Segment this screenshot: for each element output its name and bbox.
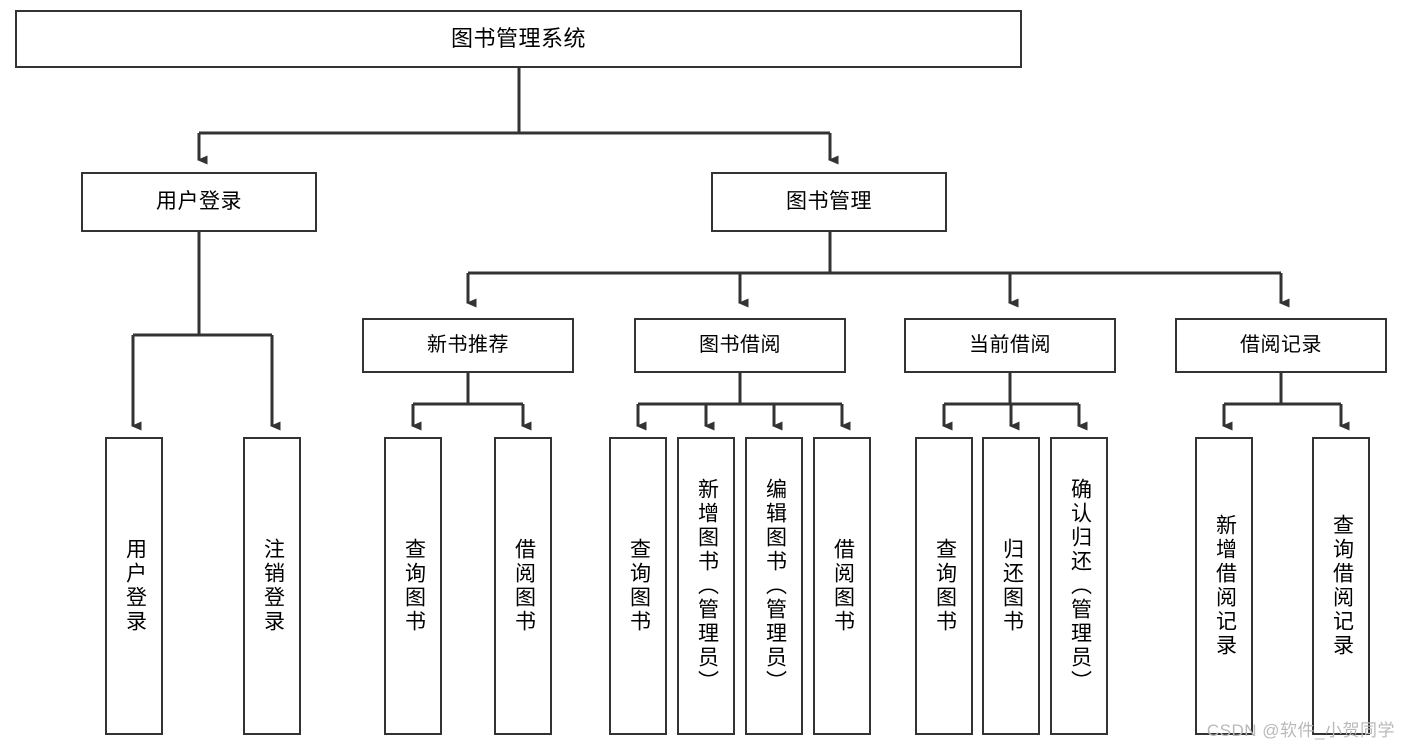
watermark-text: CSDN @软件_小贺同学 [1206, 721, 1395, 740]
leaf-label: 新增借阅记录 [1213, 514, 1237, 658]
leaf-label: 查询图书 [627, 538, 651, 634]
node-new-book-recommend[interactable]: 新书推荐 [362, 318, 574, 373]
leaf-new-book-borrow[interactable]: 借阅图书 [494, 437, 552, 735]
leaf-current-query-book[interactable]: 查询图书 [915, 437, 973, 735]
leaf-user-login-login[interactable]: 用户登录 [105, 437, 163, 735]
node-current-borrow-label: 当前借阅 [969, 333, 1051, 356]
leaf-label: 用户登录 [123, 538, 147, 634]
node-book-borrow[interactable]: 图书借阅 [634, 318, 846, 373]
node-new-book-recommend-label: 新书推荐 [427, 333, 509, 356]
leaf-borrow-edit-book-admin[interactable]: 编辑图书（管理员） [745, 437, 803, 735]
node-borrow-record[interactable]: 借阅记录 [1175, 318, 1387, 373]
leaf-label: 借阅图书 [512, 538, 536, 634]
leaf-label: 查询图书 [933, 538, 957, 634]
node-book-management[interactable]: 图书管理 [711, 172, 947, 232]
node-root-label: 图书管理系统 [450, 26, 586, 52]
leaf-label: 确认归还（管理员） [1068, 478, 1092, 694]
node-user-login-label: 用户登录 [156, 189, 242, 213]
leaf-label: 注销登录 [261, 538, 285, 634]
node-user-login[interactable]: 用户登录 [81, 172, 317, 232]
leaf-borrow-add-book-admin[interactable]: 新增图书（管理员） [677, 437, 735, 735]
leaf-label: 借阅图书 [831, 538, 855, 634]
leaf-label: 归还图书 [1000, 538, 1024, 634]
leaf-current-return-book[interactable]: 归还图书 [982, 437, 1040, 735]
node-root[interactable]: 图书管理系统 [15, 10, 1022, 68]
leaf-borrow-query-book[interactable]: 查询图书 [609, 437, 667, 735]
leaf-label: 新增图书（管理员） [695, 478, 719, 694]
leaf-label: 查询图书 [402, 538, 426, 634]
leaf-label: 编辑图书（管理员） [763, 478, 787, 694]
leaf-label: 查询借阅记录 [1330, 514, 1354, 658]
leaf-user-login-logout[interactable]: 注销登录 [243, 437, 301, 735]
node-current-borrow[interactable]: 当前借阅 [904, 318, 1116, 373]
leaf-borrow-borrow-book[interactable]: 借阅图书 [813, 437, 871, 735]
leaf-current-confirm-return-admin[interactable]: 确认归还（管理员） [1050, 437, 1108, 735]
leaf-record-query[interactable]: 查询借阅记录 [1312, 437, 1370, 735]
node-book-management-label: 图书管理 [786, 189, 872, 213]
leaf-record-add[interactable]: 新增借阅记录 [1195, 437, 1253, 735]
node-borrow-record-label: 借阅记录 [1240, 333, 1322, 356]
node-book-borrow-label: 图书借阅 [699, 333, 781, 356]
leaf-new-book-query[interactable]: 查询图书 [384, 437, 442, 735]
